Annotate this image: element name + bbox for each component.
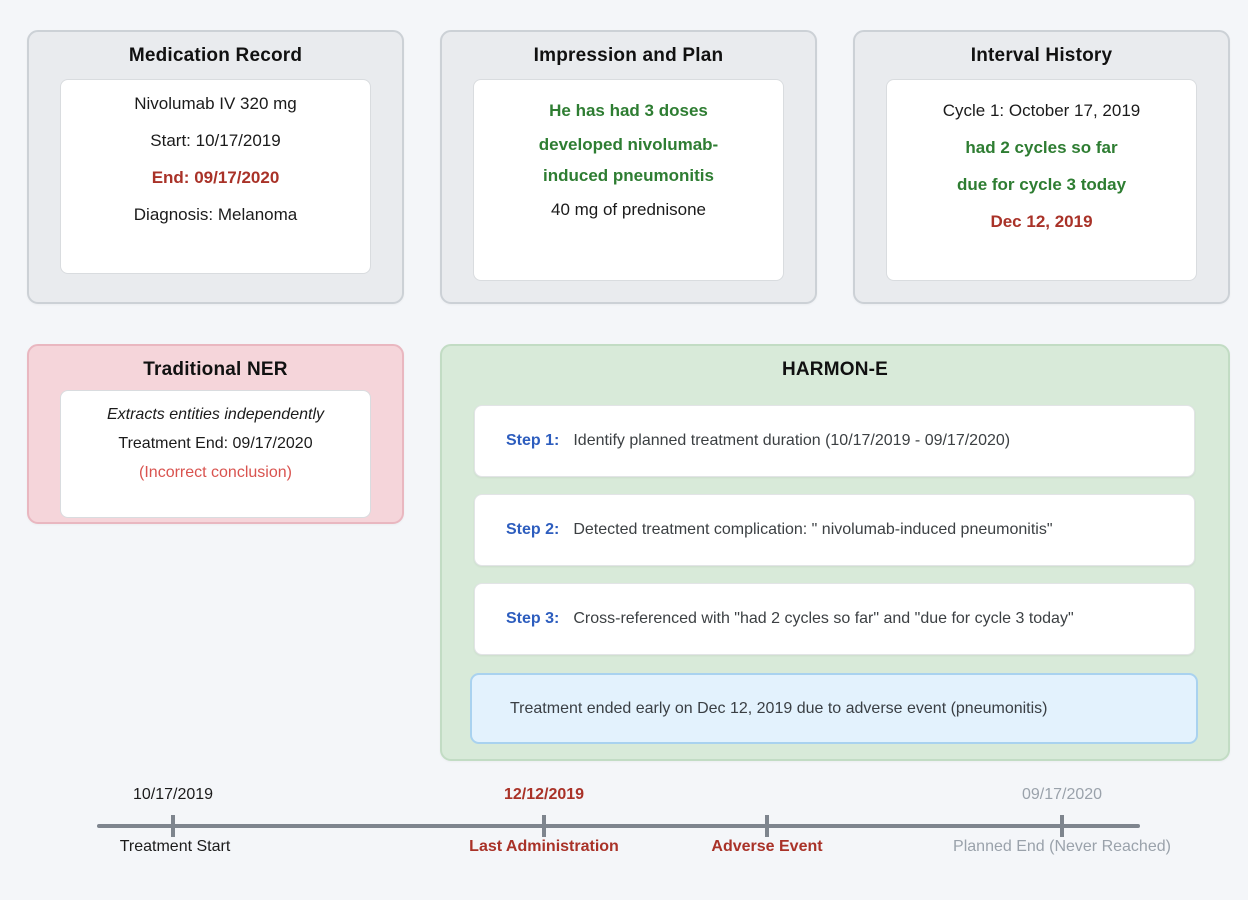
harmone-title: HARMON-E	[781, 359, 889, 380]
step-2-label: Step 2:	[506, 521, 560, 538]
timeline-label-planned-end: Planned End (Never Reached)	[953, 838, 1171, 855]
impression-plan-title: Impression and Plan	[533, 45, 724, 66]
medication-line: Start: 10/17/2019	[150, 131, 281, 150]
harmone-step-1: Step 1: Identify planned treatment durat…	[474, 405, 1195, 477]
timeline-date-treatment-start: 10/17/2019	[132, 786, 214, 803]
timeline-label-treatment-start: Treatment Start	[119, 838, 231, 855]
impression-line: 40 mg of prednisone	[551, 200, 706, 219]
traditional-ner-card: Traditional NER Extracts entities indepe…	[27, 344, 404, 524]
traditional-ner-title: Traditional NER	[143, 359, 288, 380]
timeline-date-last-administration: 12/12/2019	[503, 786, 585, 803]
step-2-text: Detected treatment complication: " nivol…	[573, 521, 1053, 538]
impression-line-highlight: developed nivolumab-induced pneumonitis	[538, 135, 719, 185]
timeline-tick-planned-end	[1060, 815, 1064, 837]
timeline-label-last-administration: Last Administration	[469, 838, 619, 855]
harmone-conclusion-text: Treatment ended early on Dec 12, 2019 du…	[510, 699, 1048, 717]
step-3-text: Cross-referenced with "had 2 cycles so f…	[573, 610, 1074, 627]
impression-line-highlight: He has had 3 doses	[549, 101, 708, 120]
treatment-timeline: 10/17/2019 12/12/2019 09/17/2020 Treatme…	[0, 780, 1248, 890]
medication-line: Diagnosis: Melanoma	[133, 205, 298, 224]
interval-line-highlight: Dec 12, 2019	[990, 212, 1093, 231]
timeline-tick-treatment-start	[171, 815, 175, 837]
timeline-tick-last-administration	[542, 815, 546, 837]
impression-plan-note: He has had 3 doses developed nivolumab-i…	[473, 79, 784, 281]
harmone-conclusion-box: Treatment ended early on Dec 12, 2019 du…	[470, 673, 1198, 744]
timeline-axis	[97, 824, 1140, 828]
timeline-tick-adverse-event	[765, 815, 769, 837]
interval-line-highlight: due for cycle 3 today	[956, 175, 1127, 194]
timeline-label-adverse-event: Adverse Event	[711, 838, 823, 855]
medication-record-card: Medication Record Nivolumab IV 320 mg St…	[27, 30, 404, 304]
step-3-label: Step 3:	[506, 610, 560, 627]
harmone-step-3: Step 3: Cross-referenced with "had 2 cyc…	[474, 583, 1195, 655]
medication-line: Nivolumab IV 320 mg	[134, 94, 297, 113]
interval-history-card: Interval History Cycle 1: October 17, 20…	[853, 30, 1230, 304]
medication-line-highlight: End: 09/17/2020	[151, 168, 280, 187]
harmone-step-2: Step 2: Detected treatment complication:…	[474, 494, 1195, 566]
interval-line-highlight: had 2 cycles so far	[965, 138, 1118, 157]
medication-record-title: Medication Record	[128, 45, 303, 66]
ner-extraction-result: Treatment End: 09/17/2020	[118, 435, 313, 452]
medication-record-note: Nivolumab IV 320 mg Start: 10/17/2019 En…	[60, 79, 371, 274]
ner-description: Extracts entities independently	[106, 406, 324, 423]
step-1-text: Identify planned treatment duration (10/…	[573, 432, 1011, 449]
timeline-date-planned-end: 09/17/2020	[1021, 786, 1103, 803]
traditional-ner-note: Extracts entities independently Treatmen…	[60, 390, 371, 518]
harmone-card: HARMON-E Step 1: Identify planned treatm…	[440, 344, 1230, 761]
interval-history-note: Cycle 1: October 17, 2019 had 2 cycles s…	[886, 79, 1197, 281]
interval-history-title: Interval History	[970, 45, 1113, 66]
impression-plan-card: Impression and Plan He has had 3 doses d…	[440, 30, 817, 304]
interval-line: Cycle 1: October 17, 2019	[942, 101, 1141, 120]
ner-incorrect-conclusion: (Incorrect conclusion)	[139, 464, 292, 481]
step-1-label: Step 1:	[506, 432, 560, 449]
